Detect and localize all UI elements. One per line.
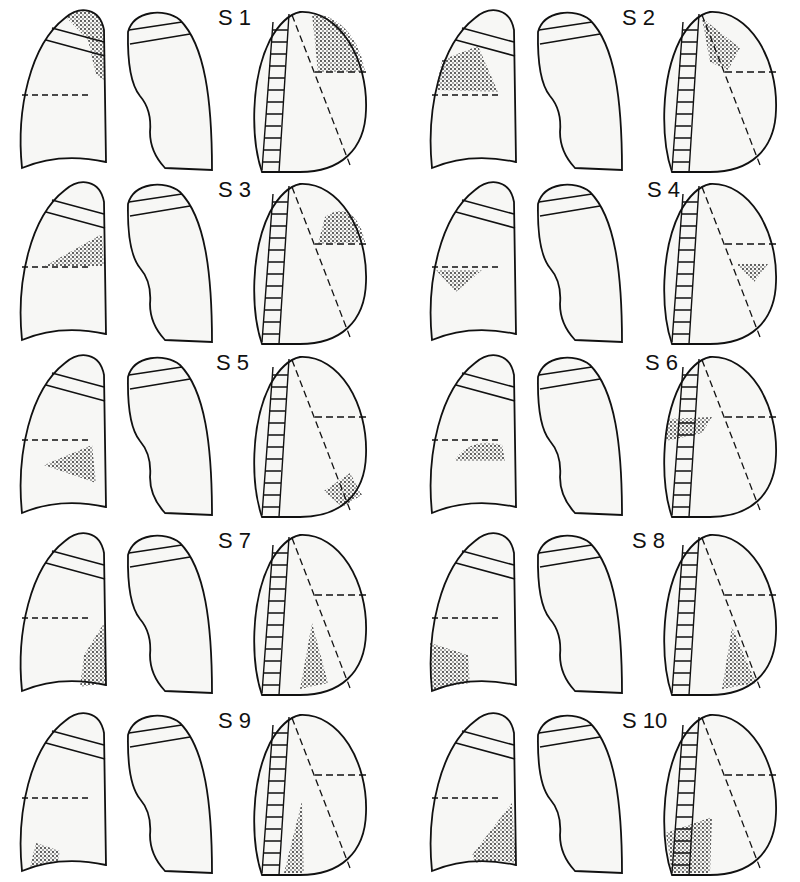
segment-figure: [430, 533, 776, 695]
segment-label: S 3: [218, 178, 251, 202]
segment-label: S 1: [218, 6, 251, 30]
segment-figure: [431, 355, 776, 517]
segment-figure: [21, 355, 366, 517]
segment-figure: [431, 713, 776, 875]
segment-figure: [431, 182, 776, 344]
segment-label: S 5: [216, 351, 249, 375]
segment-figure: [21, 182, 366, 344]
segment-figure: [21, 10, 366, 172]
segment-figure: [431, 10, 776, 172]
segment-label: S 6: [645, 351, 678, 375]
segment-label: S 8: [632, 529, 665, 553]
segment-label: S 9: [218, 709, 251, 733]
segment-figure: [21, 533, 366, 695]
segment-label: S 7: [218, 529, 251, 553]
segment-label: S 4: [647, 178, 680, 202]
segment-label: S 2: [622, 6, 655, 30]
segment-figure: [21, 713, 366, 875]
segment-label: S 10: [622, 709, 667, 733]
